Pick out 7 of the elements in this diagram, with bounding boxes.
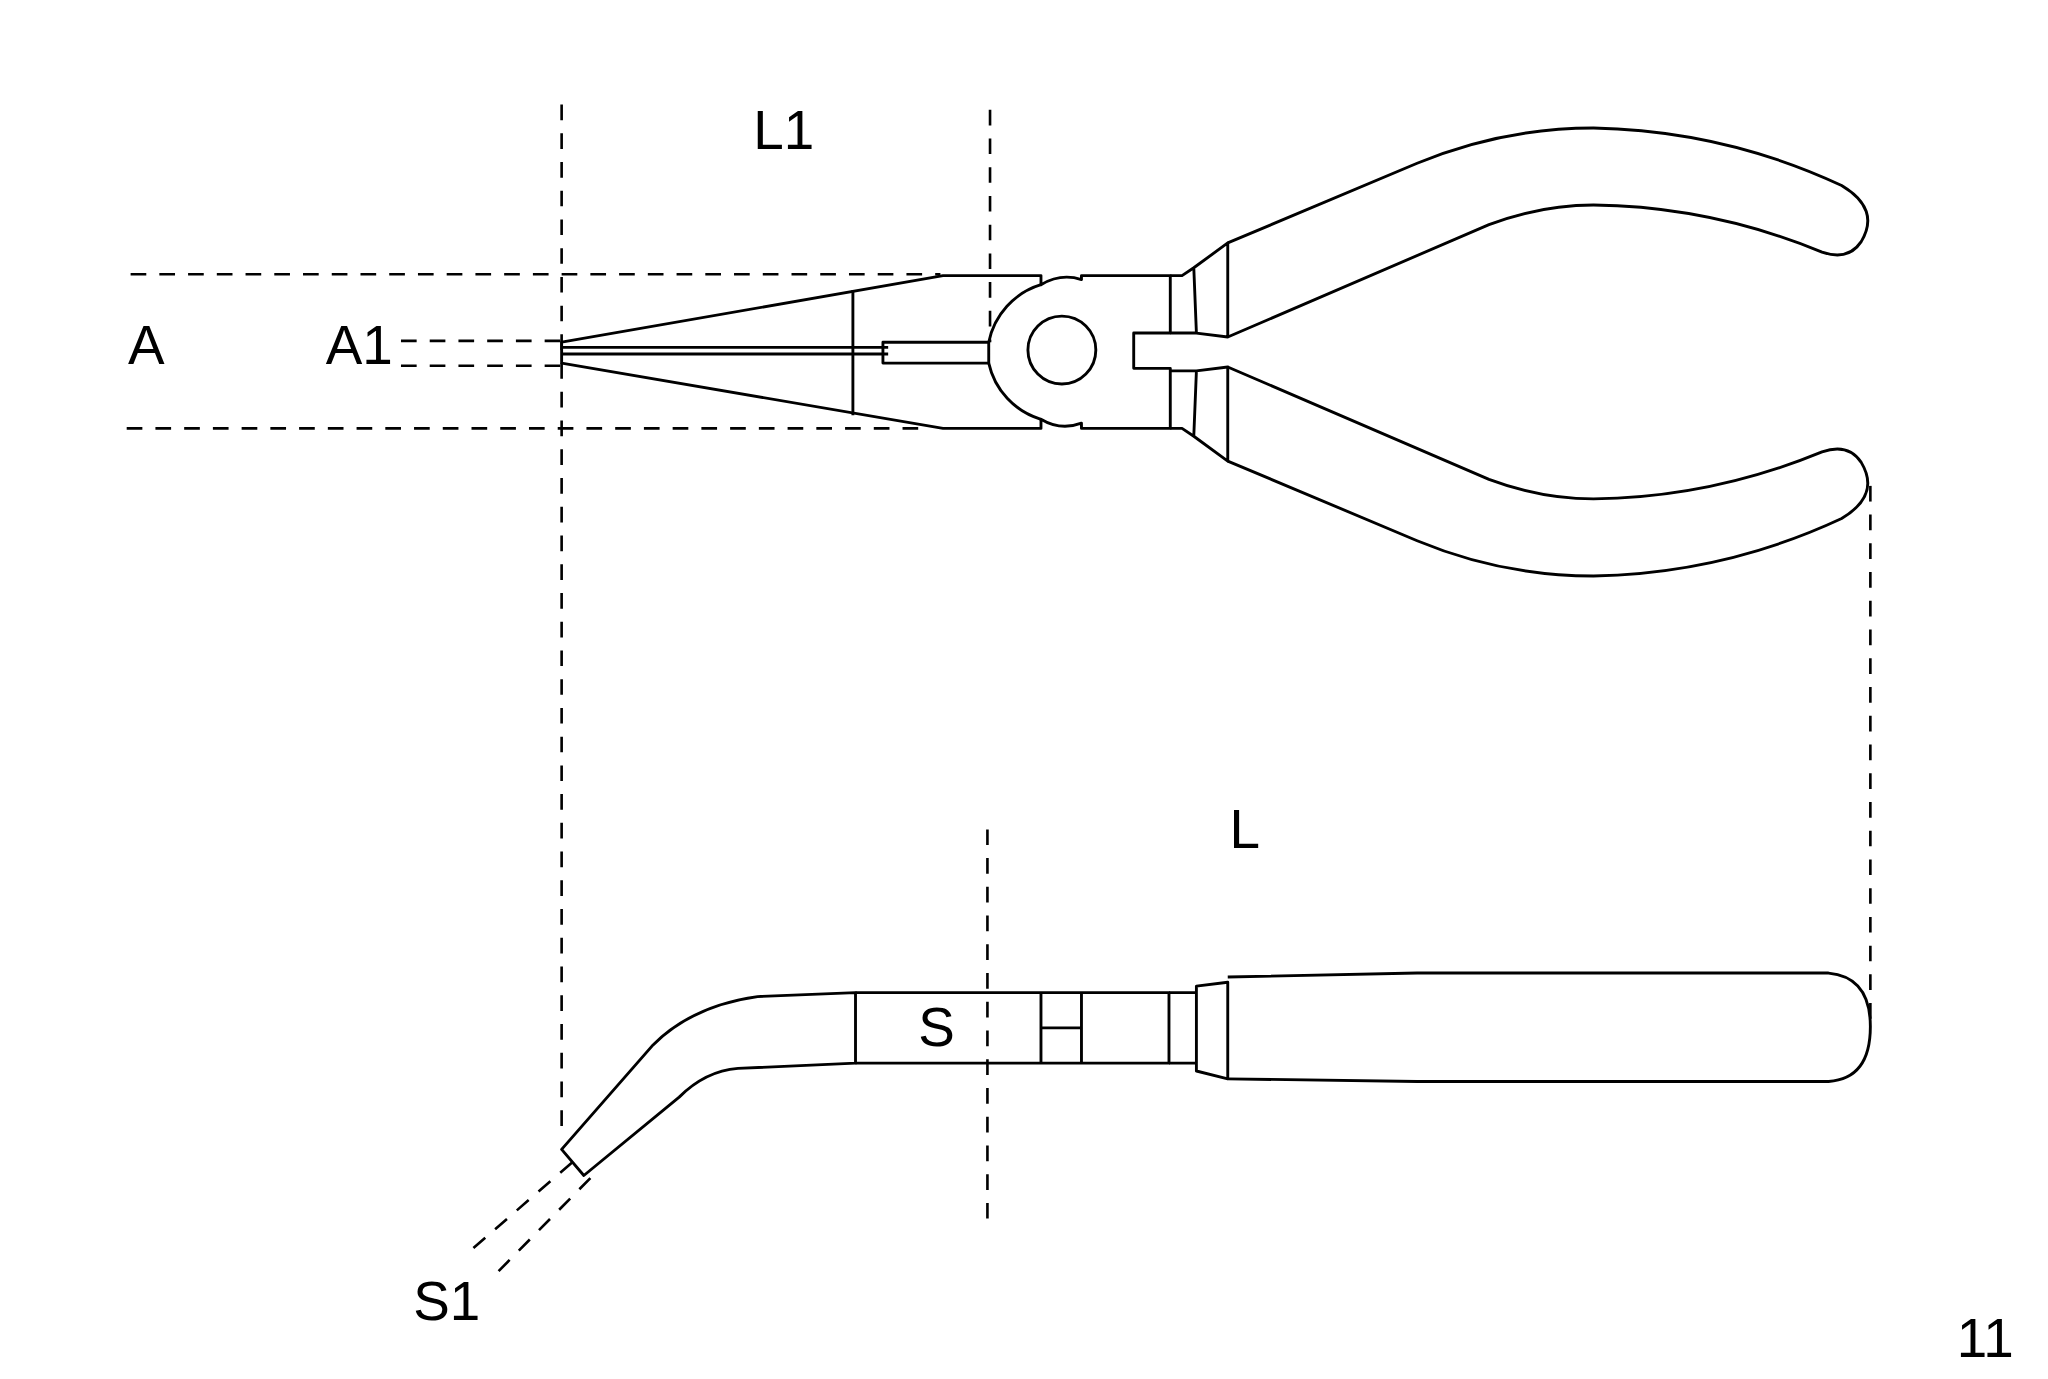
- page-number: 11: [1956, 1311, 2014, 1367]
- dimension-label: A: [128, 318, 165, 374]
- dimension-label: A1: [325, 318, 393, 374]
- dimension-label: S: [918, 1000, 955, 1056]
- dimension-label: L1: [753, 103, 815, 159]
- dimension-label: L: [1229, 801, 1260, 857]
- dimension-label: S1: [413, 1274, 481, 1330]
